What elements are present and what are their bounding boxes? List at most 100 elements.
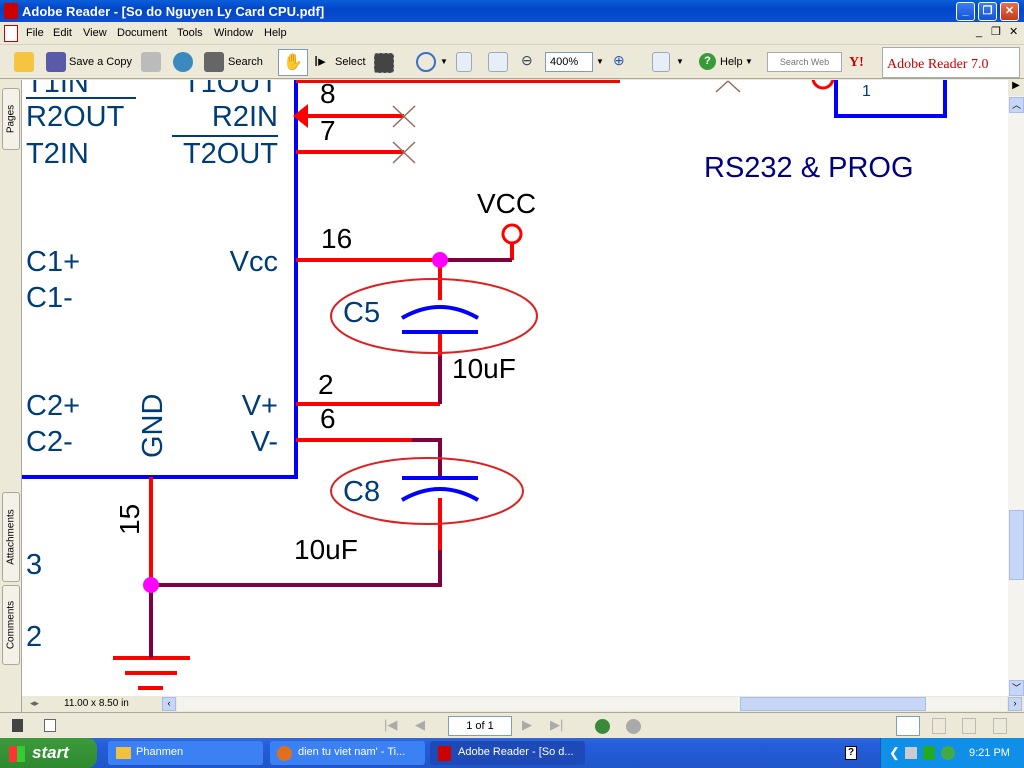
horizontal-scroll-thumb[interactable]: [740, 697, 926, 711]
fit-width-icon[interactable]: [488, 52, 508, 72]
vertical-scrollbar[interactable]: ▶ ︿ ﹀: [1008, 80, 1024, 696]
menu-tools[interactable]: Tools: [177, 27, 203, 39]
toolbar: Save a Copy Search ✋ I▸ Select ▼ ⊖ 400% …: [0, 45, 1024, 79]
email-icon[interactable]: [173, 52, 193, 72]
save-icon[interactable]: [46, 52, 66, 72]
page-number-field[interactable]: 1 of 1: [448, 716, 512, 736]
pin-number-16: 16: [321, 223, 352, 254]
pin-label-r2out: R2OUT: [26, 101, 125, 133]
network-icon[interactable]: [905, 747, 917, 759]
pane-expand-arrow-icon[interactable]: ▶: [1008, 80, 1024, 96]
comments-tab[interactable]: Comments: [2, 585, 20, 665]
globe-icon[interactable]: [941, 746, 955, 760]
save-copy-button[interactable]: Save a Copy: [69, 56, 132, 68]
print-icon[interactable]: [141, 52, 161, 72]
split-icon[interactable]: ◂▸: [30, 698, 40, 708]
doc-close-icon[interactable]: ✕: [1009, 26, 1019, 38]
rotate-page-icon[interactable]: [652, 52, 670, 72]
zoom-tool-dropdown[interactable]: ▼: [440, 57, 448, 66]
facing-view-button[interactable]: [993, 718, 1007, 734]
close-button[interactable]: ✕: [1000, 2, 1019, 21]
menu-view[interactable]: View: [83, 27, 107, 39]
scroll-right-button[interactable]: ›: [1008, 697, 1022, 711]
help-button[interactable]: Help: [720, 56, 743, 68]
fit-height-icon[interactable]: [456, 52, 472, 72]
binoculars-icon[interactable]: [204, 52, 224, 72]
scroll-left-button[interactable]: ‹: [162, 697, 176, 711]
yahoo-logo[interactable]: Y!: [849, 55, 864, 70]
search-web-input[interactable]: [767, 52, 842, 72]
next-page-button[interactable]: ▶: [522, 717, 532, 732]
attachments-tab[interactable]: Attachments: [2, 492, 20, 582]
rotate-dropdown[interactable]: ▼: [676, 57, 684, 66]
signal-icon[interactable]: [923, 746, 935, 760]
pin-label-t2in: T2IN: [26, 138, 89, 170]
first-page-button[interactable]: |◀: [384, 717, 398, 732]
continuous-facing-view-button[interactable]: [962, 718, 976, 734]
adobe-reader-logo: Adobe Reader 7.0: [882, 47, 1020, 78]
left-edge-label-3: 3: [26, 549, 42, 581]
select-tool-button[interactable]: Select: [335, 56, 366, 68]
pin-label-c2minus: C2-: [26, 426, 73, 458]
menu-edit[interactable]: Edit: [53, 27, 72, 39]
taskbar: start Phanmen dien tu viet nam' - Ti... …: [0, 738, 1024, 768]
menu-help[interactable]: Help: [264, 27, 287, 39]
firefox-icon: [277, 746, 292, 761]
clock[interactable]: 9:21 PM: [969, 747, 1010, 759]
previous-page-button[interactable]: ◀: [415, 717, 425, 732]
zoom-in-icon[interactable]: ⊕: [613, 52, 625, 68]
go-back-icon[interactable]: [595, 719, 610, 734]
page-icon[interactable]: [44, 719, 56, 732]
pin-number-8: 8: [320, 80, 336, 109]
connector-pin-1: 1: [862, 83, 871, 100]
pin-number-6: 6: [320, 403, 336, 434]
taskbar-item-phanmen[interactable]: Phanmen: [108, 741, 263, 765]
help-tray-icon[interactable]: ?: [845, 746, 857, 760]
status-bar: |◀ ◀ 1 of 1 ▶ ▶|: [0, 712, 1024, 738]
folder-icon: [116, 747, 131, 759]
help-icon[interactable]: ?: [699, 53, 716, 70]
pin-label-gnd: GND: [137, 394, 169, 458]
zoom-in-tool-icon[interactable]: [416, 52, 436, 72]
single-page-view-button[interactable]: [896, 716, 920, 736]
search-button[interactable]: Search: [228, 56, 263, 68]
last-page-button[interactable]: ▶|: [550, 717, 564, 732]
snapshot-icon[interactable]: [374, 53, 394, 73]
hand-tool-icon[interactable]: ✋: [278, 49, 308, 76]
select-tool-icon[interactable]: I▸: [314, 53, 326, 70]
zoom-out-icon[interactable]: ⊖: [521, 52, 533, 68]
continuous-view-button[interactable]: [932, 718, 946, 734]
c8-label: C8: [343, 476, 380, 508]
navigation-pane-toggle-icon[interactable]: [12, 719, 23, 732]
menu-window[interactable]: Window: [214, 27, 254, 39]
c5-value: 10uF: [452, 353, 516, 384]
show-hidden-icons-button[interactable]: ❮: [889, 745, 900, 760]
document-view[interactable]: T1IN T1OUT R2OUT R2IN T2IN T2OUT C1+ Vcc…: [22, 80, 1008, 696]
minimize-button[interactable]: _: [956, 2, 975, 21]
pdf-document-icon: [4, 25, 18, 42]
go-forward-icon[interactable]: [626, 719, 641, 734]
horizontal-scrollbar-row: ◂▸ 11.00 x 8.50 in ‹ ›: [22, 696, 1024, 712]
pin-number-2: 2: [318, 369, 334, 400]
doc-restore-icon[interactable]: ❐: [991, 26, 1001, 38]
windows-logo-icon: [9, 746, 25, 762]
taskbar-item-adobe-reader[interactable]: Adobe Reader - [So d...: [430, 741, 585, 765]
open-icon[interactable]: [14, 52, 34, 72]
menu-document[interactable]: Document: [117, 27, 168, 39]
start-label: start: [32, 743, 69, 762]
input-arrow: [293, 104, 308, 128]
system-tray: ❮ 9:21 PM: [880, 738, 1024, 768]
scroll-up-button[interactable]: ︿: [1009, 97, 1024, 113]
pages-tab[interactable]: Pages: [2, 88, 20, 150]
vertical-scroll-thumb[interactable]: [1009, 510, 1024, 580]
doc-minimize-icon[interactable]: _: [976, 26, 983, 38]
pin-label-t2out: T2OUT: [183, 138, 278, 170]
help-dropdown[interactable]: ▼: [745, 57, 753, 66]
scroll-down-button[interactable]: ﹀: [1009, 680, 1024, 696]
menu-file[interactable]: File: [26, 27, 44, 39]
taskbar-item-firefox[interactable]: dien tu viet nam' - Ti...: [270, 741, 425, 765]
restore-button[interactable]: ❐: [978, 2, 997, 21]
zoom-level-field[interactable]: 400%: [545, 52, 593, 72]
zoom-level-dropdown[interactable]: ▼: [596, 57, 604, 66]
pin-label-vcc: Vcc: [230, 246, 278, 278]
